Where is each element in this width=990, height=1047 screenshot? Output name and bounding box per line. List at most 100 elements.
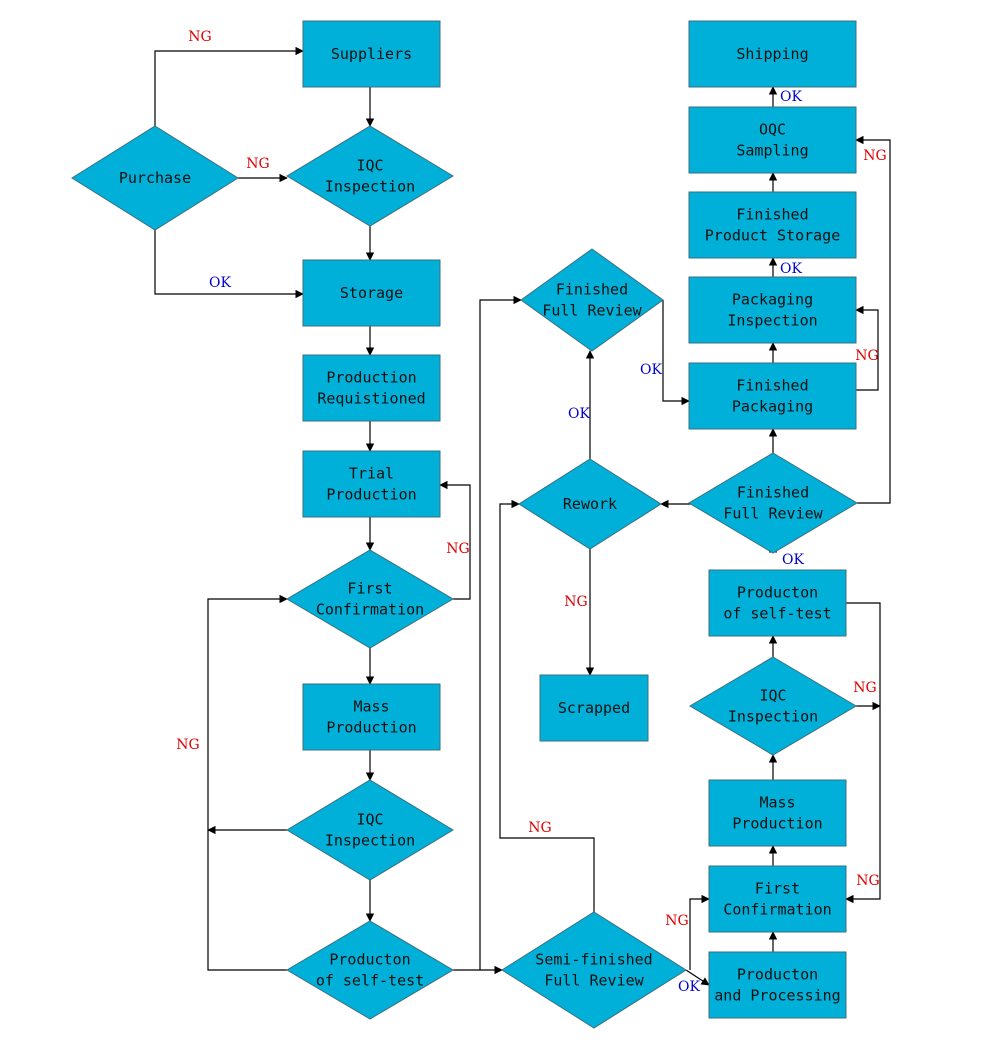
flow-arrow <box>479 295 522 970</box>
node-box <box>302 259 441 327</box>
ng-label: NG <box>855 348 878 364</box>
node-label: Finished <box>736 206 808 224</box>
node-label: Production <box>326 719 416 737</box>
node-label: Mass <box>353 698 389 716</box>
node-label: First <box>347 580 392 598</box>
node-label: Finished <box>736 377 808 395</box>
node-label: IQC <box>356 157 383 175</box>
node-box <box>688 362 857 430</box>
node-label: Finished <box>737 484 809 502</box>
node-production-processing: Producton and Processing <box>708 951 847 1019</box>
node-label: of self-test <box>316 972 424 990</box>
node-shipping: Shipping <box>688 20 857 88</box>
flow-arrow <box>689 894 710 970</box>
flow-arrow <box>855 135 891 504</box>
node-scrapped: Scrapped <box>539 674 649 742</box>
node-box <box>302 354 441 422</box>
flow-arrow <box>439 480 471 600</box>
node-label: Full Review <box>542 302 642 320</box>
node-label: Suppliers <box>331 45 412 63</box>
ng-label: NG <box>863 148 886 164</box>
node-label: Confirmation <box>316 601 424 619</box>
node-box <box>708 865 847 933</box>
flow-edges <box>154 46 891 986</box>
node-label: Inspection <box>325 832 415 850</box>
node-diamond <box>501 911 687 1029</box>
flow-arrow <box>845 602 881 904</box>
ok-label: OK <box>780 261 802 277</box>
node-label: Semi-finished <box>535 951 652 969</box>
node-diamond <box>689 656 857 756</box>
node-diamond <box>286 549 454 649</box>
node-label: Finished <box>556 281 628 299</box>
ok-label: OK <box>568 406 590 422</box>
ok-label: OK <box>782 552 804 568</box>
flow-arrow <box>499 499 595 912</box>
node-label: Production <box>326 486 416 504</box>
node-label: Packaging <box>732 291 813 309</box>
ok-label: OK <box>209 275 231 291</box>
node-label: Producton <box>737 966 818 984</box>
ng-label: NG <box>528 820 551 836</box>
node-iqc-left: IQC Inspection <box>286 779 454 881</box>
node-oqc-sampling: OQC Sampling <box>688 106 857 174</box>
node-storage: Storage <box>302 259 441 327</box>
ng-label: NG <box>188 29 211 45</box>
ok-label: OK <box>640 362 662 378</box>
flow-arrow <box>154 230 304 299</box>
node-label: Packaging <box>732 398 813 416</box>
node-box <box>688 20 857 88</box>
ng-label: NG <box>176 737 199 753</box>
node-label: Scrapped <box>558 699 630 717</box>
node-label: Shipping <box>736 45 808 63</box>
node-label: Producton <box>329 951 410 969</box>
flow-arrow <box>685 969 710 986</box>
node-label: IQC <box>759 687 786 705</box>
ng-label: NG <box>856 873 879 889</box>
node-label: Mass <box>759 794 795 812</box>
flow-arrow <box>662 300 690 406</box>
node-box <box>539 674 649 742</box>
node-label: First <box>755 880 800 898</box>
node-diamond <box>286 125 454 227</box>
ng-label: NG <box>446 541 469 557</box>
node-diamond <box>71 125 239 231</box>
node-box <box>302 20 441 88</box>
node-label: IQC <box>356 811 383 829</box>
flow-arrow <box>855 305 879 391</box>
node-label: OQC <box>759 121 786 139</box>
node-label: Requistioned <box>317 390 425 408</box>
node-diamond <box>286 920 454 1020</box>
node-label: Confirmation <box>723 901 831 919</box>
node-diamond <box>520 248 664 352</box>
node-box <box>688 106 857 174</box>
node-self-test-left: Producton of self-test <box>286 920 454 1020</box>
flow-nodes: SuppliersPurchaseIQCInspectionStoragePro… <box>71 20 858 1029</box>
node-label: and Processing <box>714 987 840 1005</box>
node-diamond <box>518 458 662 550</box>
node-label: Producton <box>737 584 818 602</box>
node-box <box>688 191 857 259</box>
node-diamond <box>688 452 858 554</box>
node-label: Purchase <box>119 169 191 187</box>
node-label: Full Review <box>723 505 823 523</box>
node-diamond <box>286 779 454 881</box>
ok-label: OK <box>780 89 802 105</box>
ok-label: OK <box>678 979 700 995</box>
node-label: Sampling <box>736 142 808 160</box>
node-box <box>708 569 847 637</box>
node-purchase: Purchase <box>71 125 239 231</box>
node-label: Rework <box>563 495 617 513</box>
flow-arrow <box>154 46 304 126</box>
